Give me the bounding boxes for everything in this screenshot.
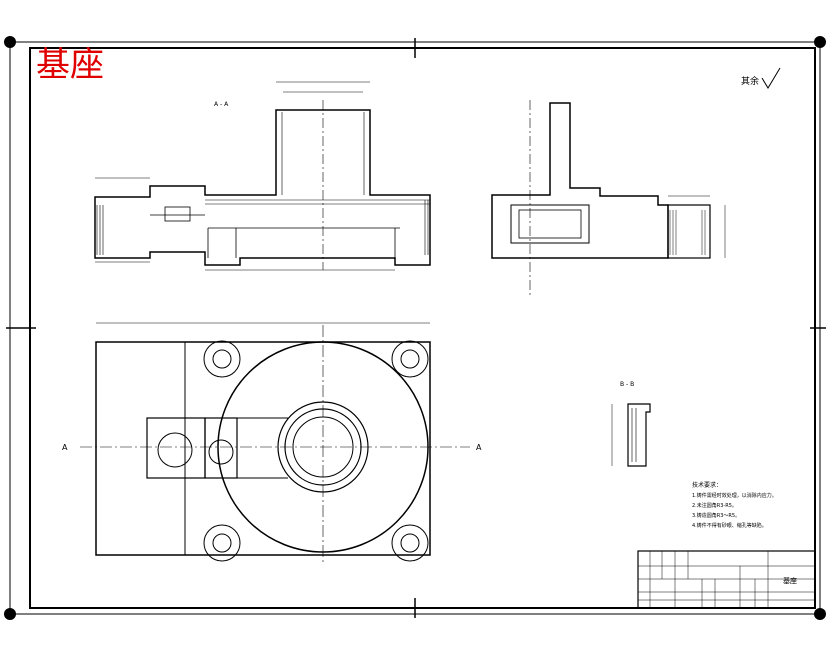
notes-item-3: 3.铸造圆角R3～R5。 bbox=[692, 512, 740, 519]
corner-marks bbox=[4, 36, 826, 620]
svg-text:其余: 其余 bbox=[741, 75, 759, 87]
side-view bbox=[491, 100, 726, 295]
section-aa-hatching bbox=[96, 112, 430, 255]
roughness-note: 其余 bbox=[741, 67, 781, 89]
section-aa-view: A - A bbox=[94, 81, 431, 271]
plan-cut-right: A bbox=[476, 443, 482, 452]
plan-cut-left: A bbox=[62, 443, 68, 452]
section-bb-label: B - B bbox=[620, 381, 634, 388]
centering-marks bbox=[6, 38, 826, 618]
notes-item-1: 1.铸件需经时效处理，以消除内应力。 bbox=[692, 492, 777, 499]
notes-item-4: 4.铸件不得有砂眼、缩孔等缺陷。 bbox=[692, 522, 767, 529]
title-block: 基座 bbox=[637, 550, 816, 609]
title-block-part-title: 基座 bbox=[783, 576, 797, 585]
technical-notes: 技术要求： 1.铸件需经时效处理，以消除内应力。 2.未注圆角R3-R5。 3.… bbox=[692, 481, 777, 529]
notes-item-2: 2.未注圆角R3-R5。 bbox=[692, 502, 737, 509]
plan-view: A A bbox=[62, 322, 482, 565]
stamp-title: 基座 bbox=[36, 45, 104, 85]
notes-heading: 技术要求： bbox=[692, 481, 722, 489]
section-aa-label: A - A bbox=[214, 101, 229, 108]
bolt-bosses bbox=[203, 340, 429, 562]
section-bb-view: B - B bbox=[611, 381, 651, 467]
